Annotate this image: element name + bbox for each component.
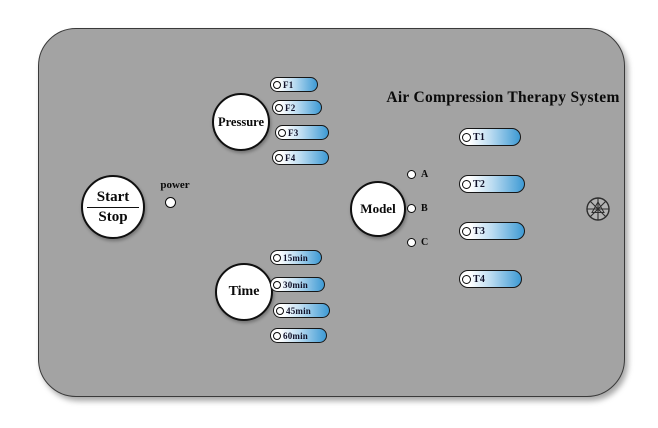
power-led <box>165 197 176 208</box>
pressure-button[interactable]: Pressure <box>212 93 270 151</box>
start-stop-button[interactable]: Start Stop <box>81 175 145 239</box>
pressure-label: Pressure <box>217 114 265 129</box>
led-icon <box>273 80 281 89</box>
led-icon <box>273 280 281 289</box>
model-button[interactable]: Model <box>350 181 406 237</box>
time-indicator-30min: 30min <box>270 277 325 292</box>
channel-indicator-t1: T1 <box>459 128 521 146</box>
channel-indicator-label: T2 <box>473 178 486 190</box>
model-option-a: A <box>407 169 428 180</box>
time-indicator-60min: 60min <box>270 328 327 343</box>
stop-label: Stop <box>98 208 128 225</box>
led-icon <box>407 204 416 213</box>
led-icon <box>275 103 283 112</box>
led-icon <box>273 253 281 262</box>
pressure-indicator-label: F2 <box>285 102 296 113</box>
model-option-label: C <box>421 237 429 248</box>
led-icon <box>462 274 471 284</box>
power-label: power <box>160 179 190 191</box>
channel-indicator-t3: T3 <box>459 222 525 240</box>
channel-indicator-t2: T2 <box>459 175 525 193</box>
time-indicator-label: 45min <box>286 305 312 316</box>
model-option-c: C <box>407 237 428 248</box>
pressure-indicator-label: F4 <box>285 152 296 163</box>
pressure-indicator-f1: F1 <box>270 77 318 92</box>
model-label: Model <box>360 201 396 216</box>
led-icon <box>275 153 283 162</box>
channel-indicator-label: T1 <box>473 131 486 143</box>
time-indicator-label: 15min <box>283 252 309 263</box>
pressure-indicator-label: F3 <box>288 127 299 138</box>
control-panel: Air Compression Therapy System Start Sto… <box>38 28 625 397</box>
led-icon <box>278 128 286 137</box>
pressure-indicator-f4: F4 <box>272 150 329 165</box>
channel-indicator-t4: T4 <box>459 270 522 288</box>
start-stop-divider <box>87 206 139 208</box>
pressure-indicator-label: F1 <box>283 79 294 90</box>
time-indicator-label: 30min <box>283 279 309 290</box>
led-icon <box>462 179 471 189</box>
screw-icon <box>586 197 610 221</box>
model-option-label: A <box>421 169 429 180</box>
led-icon <box>462 132 471 142</box>
channel-indicator-label: T3 <box>473 225 486 237</box>
channel-indicator-label: T4 <box>473 273 486 285</box>
start-label: Start <box>96 188 130 205</box>
led-icon <box>407 238 416 247</box>
model-option-label: B <box>421 203 428 214</box>
model-option-b: B <box>407 203 428 214</box>
led-icon <box>273 331 281 340</box>
led-icon <box>462 226 471 236</box>
time-indicator-label: 60min <box>283 330 309 341</box>
time-label: Time <box>228 284 260 299</box>
time-indicator-15min: 15min <box>270 250 322 265</box>
led-icon <box>276 306 284 315</box>
pressure-indicator-f3: F3 <box>275 125 329 140</box>
pressure-indicator-f2: F2 <box>272 100 322 115</box>
time-indicator-45min: 45min <box>273 303 330 318</box>
time-button[interactable]: Time <box>215 263 273 321</box>
led-icon <box>407 170 416 179</box>
system-title: Air Compression Therapy System <box>386 89 620 106</box>
